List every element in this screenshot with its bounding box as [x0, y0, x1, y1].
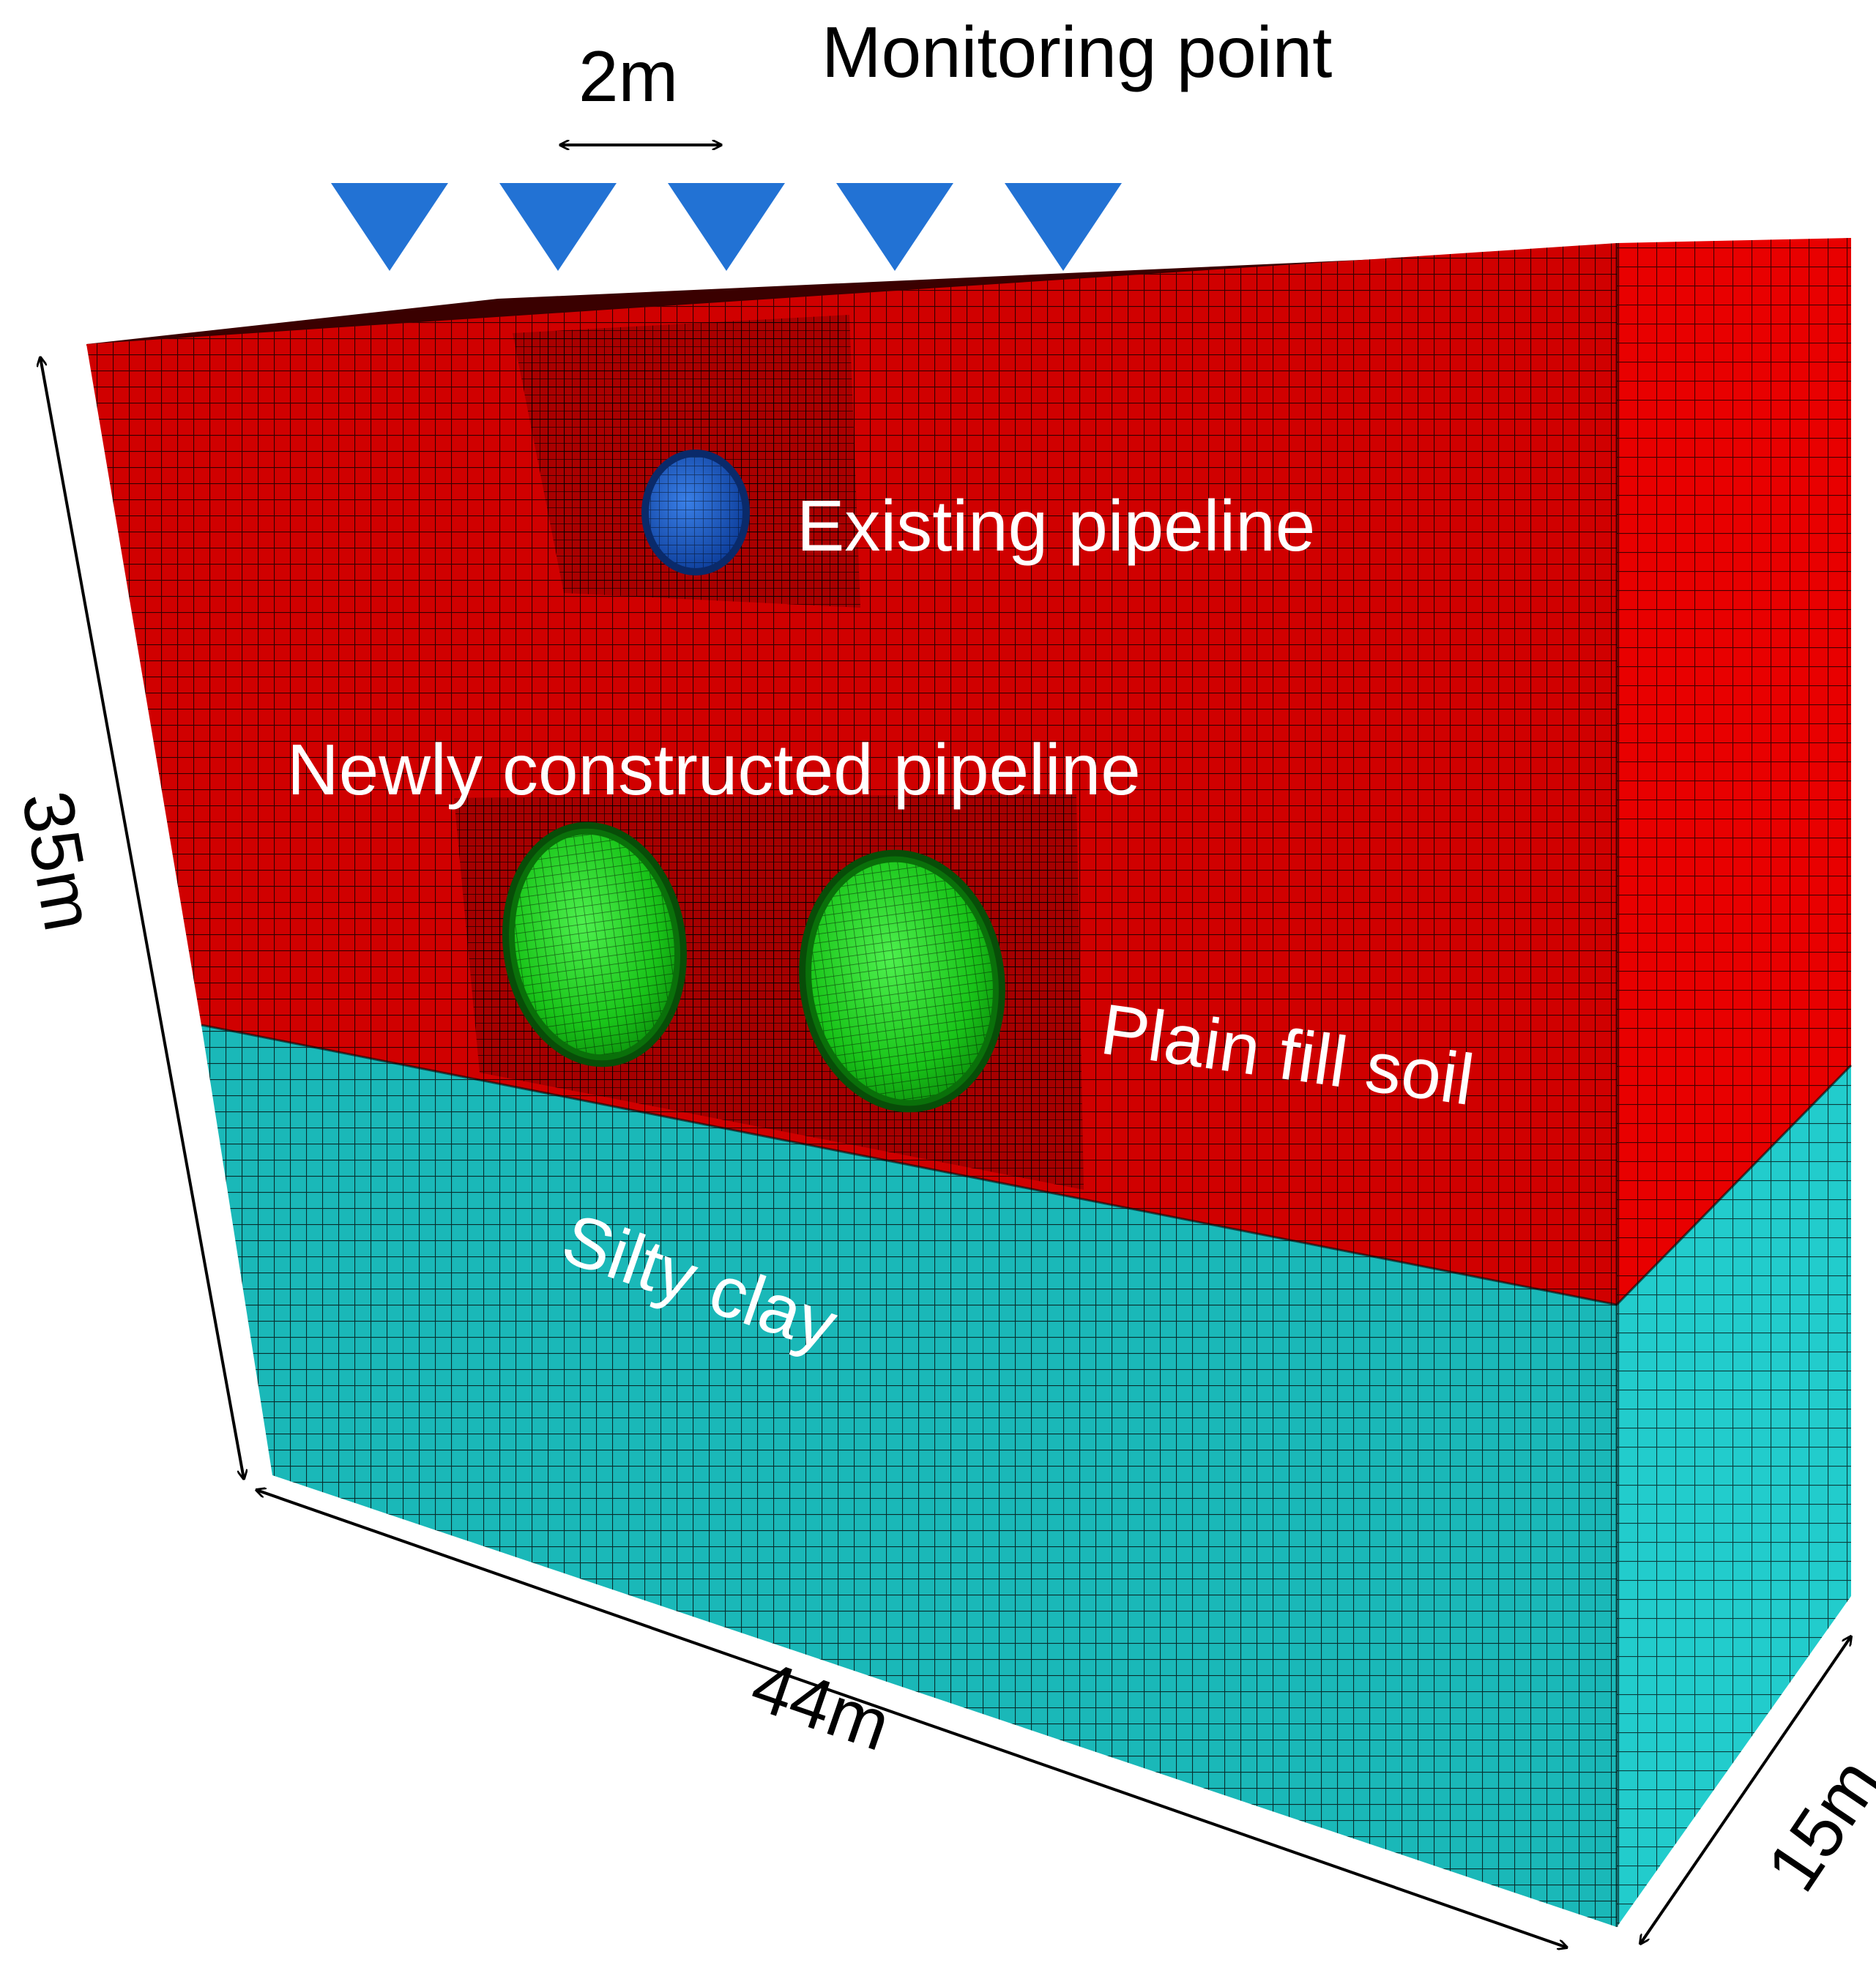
- new-pipeline-label: Newly constructed pipeline: [287, 729, 1141, 810]
- monitoring-point-label: Monitoring point: [822, 12, 1332, 92]
- monitoring-point-marker: [1005, 183, 1122, 271]
- depth-arrow: [1640, 1636, 1851, 1944]
- height-label: 35m: [7, 786, 110, 937]
- monitoring-point-marker: [499, 183, 617, 271]
- existing-pipeline-label: Existing pipeline: [797, 485, 1315, 566]
- spacing-label: 2m: [578, 36, 678, 116]
- height-arrow: [40, 357, 244, 1479]
- monitoring-point-marker: [668, 183, 785, 271]
- labels: Monitoring point 2m Existing pipeline Ne…: [7, 12, 1876, 1905]
- existing-pipeline: [641, 450, 750, 575]
- newly-constructed-pipeline-right: [799, 849, 1005, 1113]
- monitoring-point-marker: [331, 183, 448, 271]
- monitoring-point-marker: [836, 183, 953, 271]
- dimension-arrows: [40, 145, 1851, 1947]
- depth-label: 15m: [1751, 1744, 1876, 1905]
- length-arrow: [256, 1490, 1567, 1947]
- newly-constructed-pipeline-left: [502, 821, 687, 1067]
- monitoring-points: [331, 183, 1122, 271]
